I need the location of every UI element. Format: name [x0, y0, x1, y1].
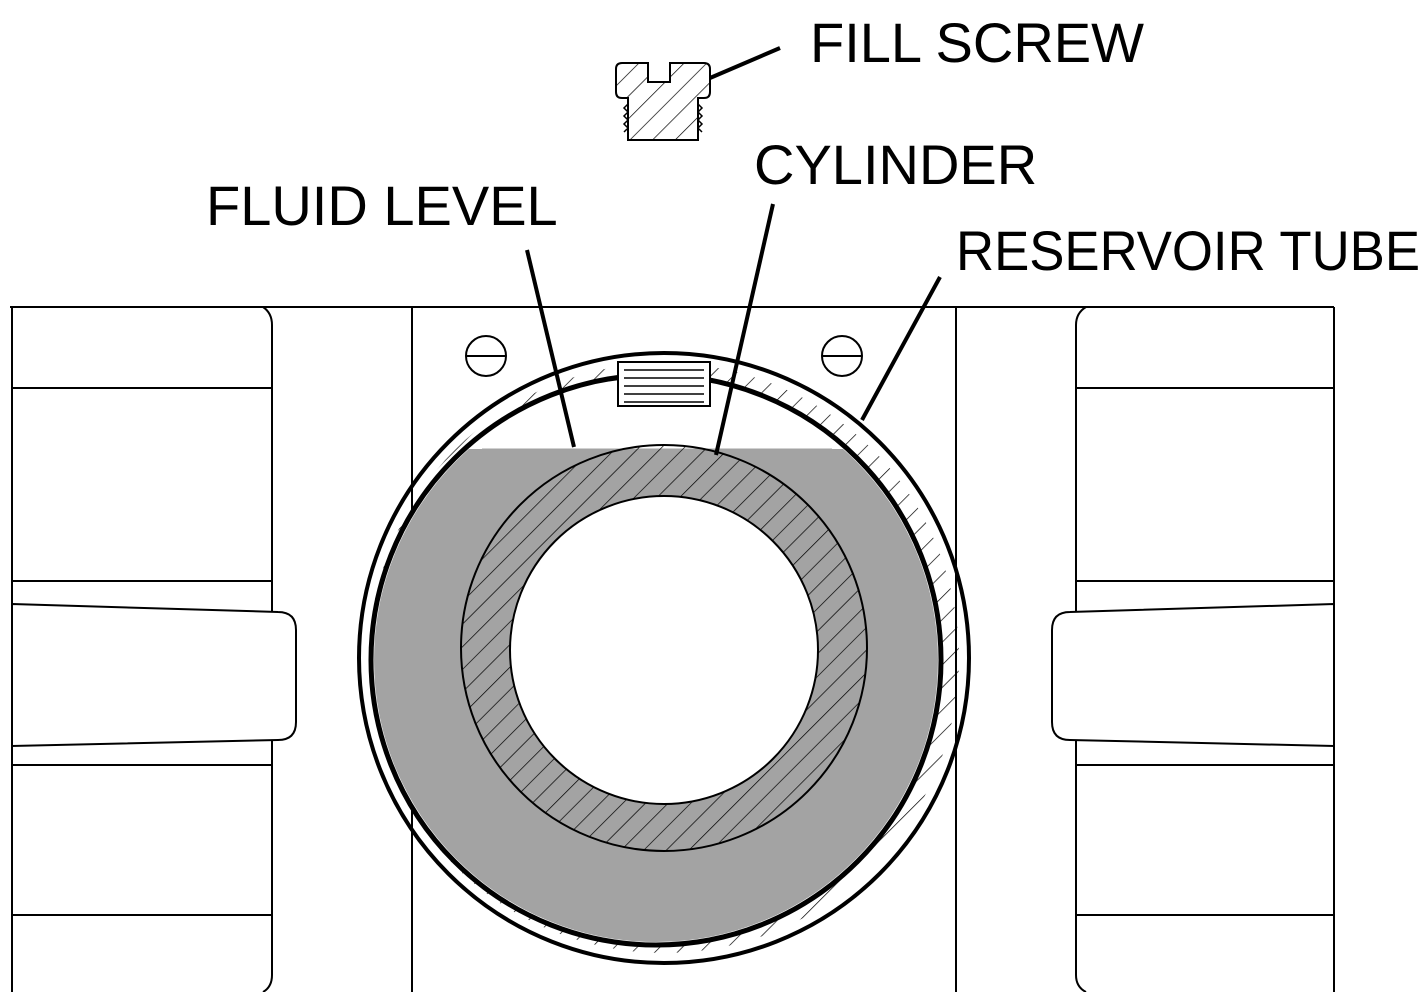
reservoir-tube-label: RESERVOIR TUBE [956, 219, 1420, 282]
fill-screw-label: FILL SCREW [810, 11, 1144, 74]
fluid-level-label: FLUID LEVEL [206, 174, 558, 237]
leader-lines [525, 46, 942, 456]
fill-screw-leader [709, 46, 781, 80]
fill-screw-icon [615, 62, 711, 141]
cylinder-label: CYLINDER [754, 133, 1037, 196]
fluid-level-leader [525, 249, 576, 448]
left-screw-icon [465, 335, 507, 377]
fill-screw-boss [617, 361, 711, 407]
right-tab [1075, 306, 1335, 992]
cylinder-leader [714, 203, 775, 456]
right-screw-icon [821, 335, 863, 377]
reservoir-tube-leader [860, 276, 942, 421]
right-slot [1051, 602, 1335, 748]
cylinder [460, 444, 868, 852]
left-slot [11, 602, 297, 748]
